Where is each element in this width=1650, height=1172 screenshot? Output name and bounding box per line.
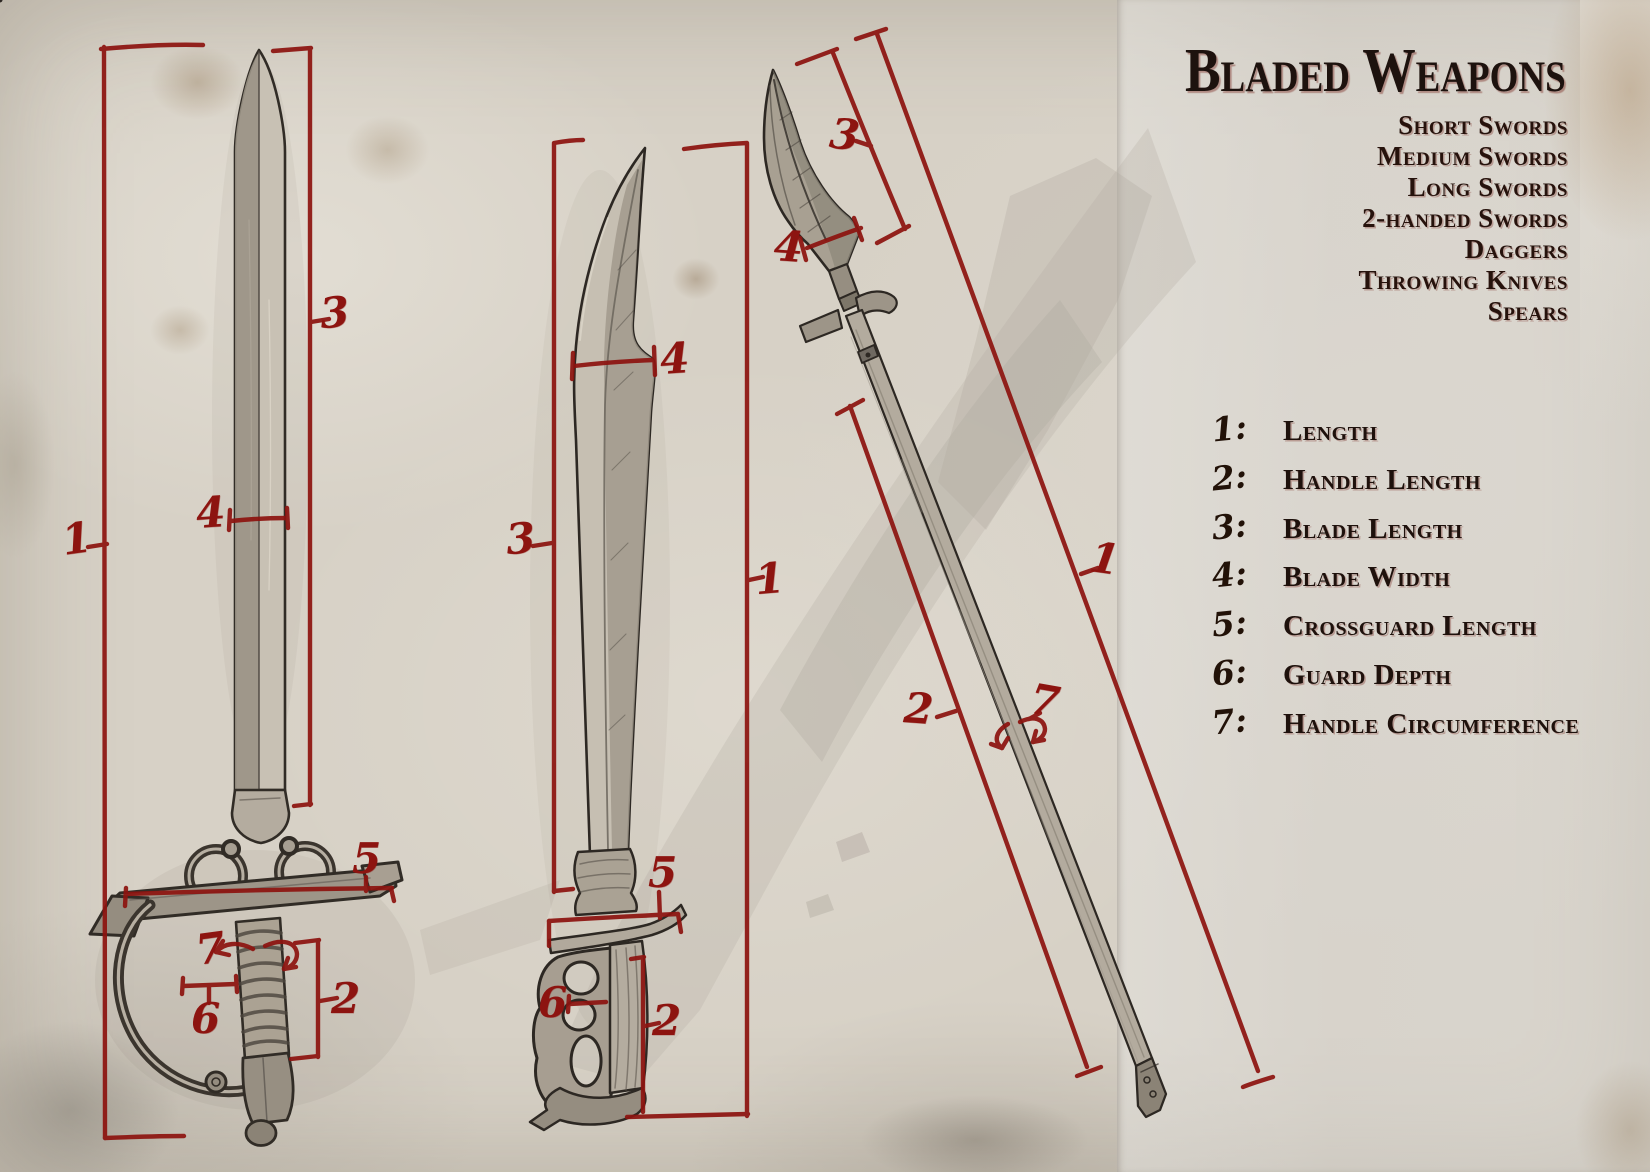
longsword-pommel xyxy=(241,1051,295,1126)
legend-row: 4: Blade Width xyxy=(1152,554,1579,607)
measurement-legend: 1: Length 2: Handle Length 3: Blade Leng… xyxy=(1152,407,1580,754)
legend-row: 3: Blade Length xyxy=(1152,505,1579,559)
weapon-type-item: Daggers xyxy=(1464,234,1568,264)
legend-row: 7: Handle Circumference xyxy=(1152,700,1580,754)
machete-collar xyxy=(573,847,639,917)
legend-number: 1: xyxy=(1209,407,1249,450)
machete-guard xyxy=(547,903,688,955)
longsword-measurement-lines xyxy=(85,42,397,1141)
longsword-drawing xyxy=(88,48,415,1147)
longsword-grip xyxy=(234,916,291,1062)
longsword-rose-ornament xyxy=(204,1070,228,1094)
legend-number: 5: xyxy=(1209,602,1249,645)
legend-label: Blade Width xyxy=(1283,561,1451,594)
longsword-pommel-knob xyxy=(244,1119,278,1147)
machete-measurement-lines xyxy=(530,137,766,1120)
legend-label: Handle Circumference xyxy=(1283,707,1580,740)
info-panel xyxy=(1117,0,1650,1172)
spear-drawing xyxy=(0,0,1168,1119)
weapon-type-item: Medium Swords xyxy=(1377,141,1568,171)
longsword-ricasso xyxy=(230,788,291,845)
legend-label: Handle Length xyxy=(1283,463,1481,496)
spear-right-lug xyxy=(854,290,898,319)
weapon-type-list: Short Swords Medium Swords Long Swords 2… xyxy=(1358,110,1568,327)
legend-number: 4: xyxy=(1209,553,1249,596)
machete-drawing xyxy=(528,146,688,1132)
legend-row: 5: Crossguard Length xyxy=(1152,602,1579,656)
weapon-type-item: Long Swords xyxy=(1407,172,1568,202)
legend-label: Length xyxy=(1283,415,1378,447)
legend-number: 2: xyxy=(1209,455,1249,499)
legend-label: Guard Depth xyxy=(1283,658,1452,691)
legend-row: 2: Handle Length xyxy=(1152,456,1579,510)
page-title: Bladed Weapons xyxy=(1185,37,1566,105)
legend-row: 6: Guard Depth xyxy=(1152,651,1579,705)
legend-label: Blade Length xyxy=(1283,512,1463,545)
weapon-type-item: Spears xyxy=(1487,296,1568,326)
spear-butt-cap xyxy=(1134,1056,1168,1119)
spear-measurement-lines xyxy=(794,26,1276,1090)
legend-number: 7: xyxy=(1209,699,1249,743)
legend-row: 1: Length xyxy=(1152,407,1579,461)
weapon-type-item: 2-handed Swords xyxy=(1362,203,1568,233)
weapon-type-item: Throwing Knives xyxy=(1358,265,1568,295)
legend-number: 3: xyxy=(1209,504,1249,548)
legend-label: Crossguard Length xyxy=(1283,610,1537,643)
watermark-axe-shape xyxy=(420,128,1196,1084)
spear-left-lug xyxy=(798,308,844,344)
torn-paper-edge xyxy=(1580,0,1650,430)
weapon-type-item: Short Swords xyxy=(1398,110,1568,140)
machete-knuckle-plate xyxy=(531,946,614,1121)
legend-number: 6: xyxy=(1209,651,1249,694)
